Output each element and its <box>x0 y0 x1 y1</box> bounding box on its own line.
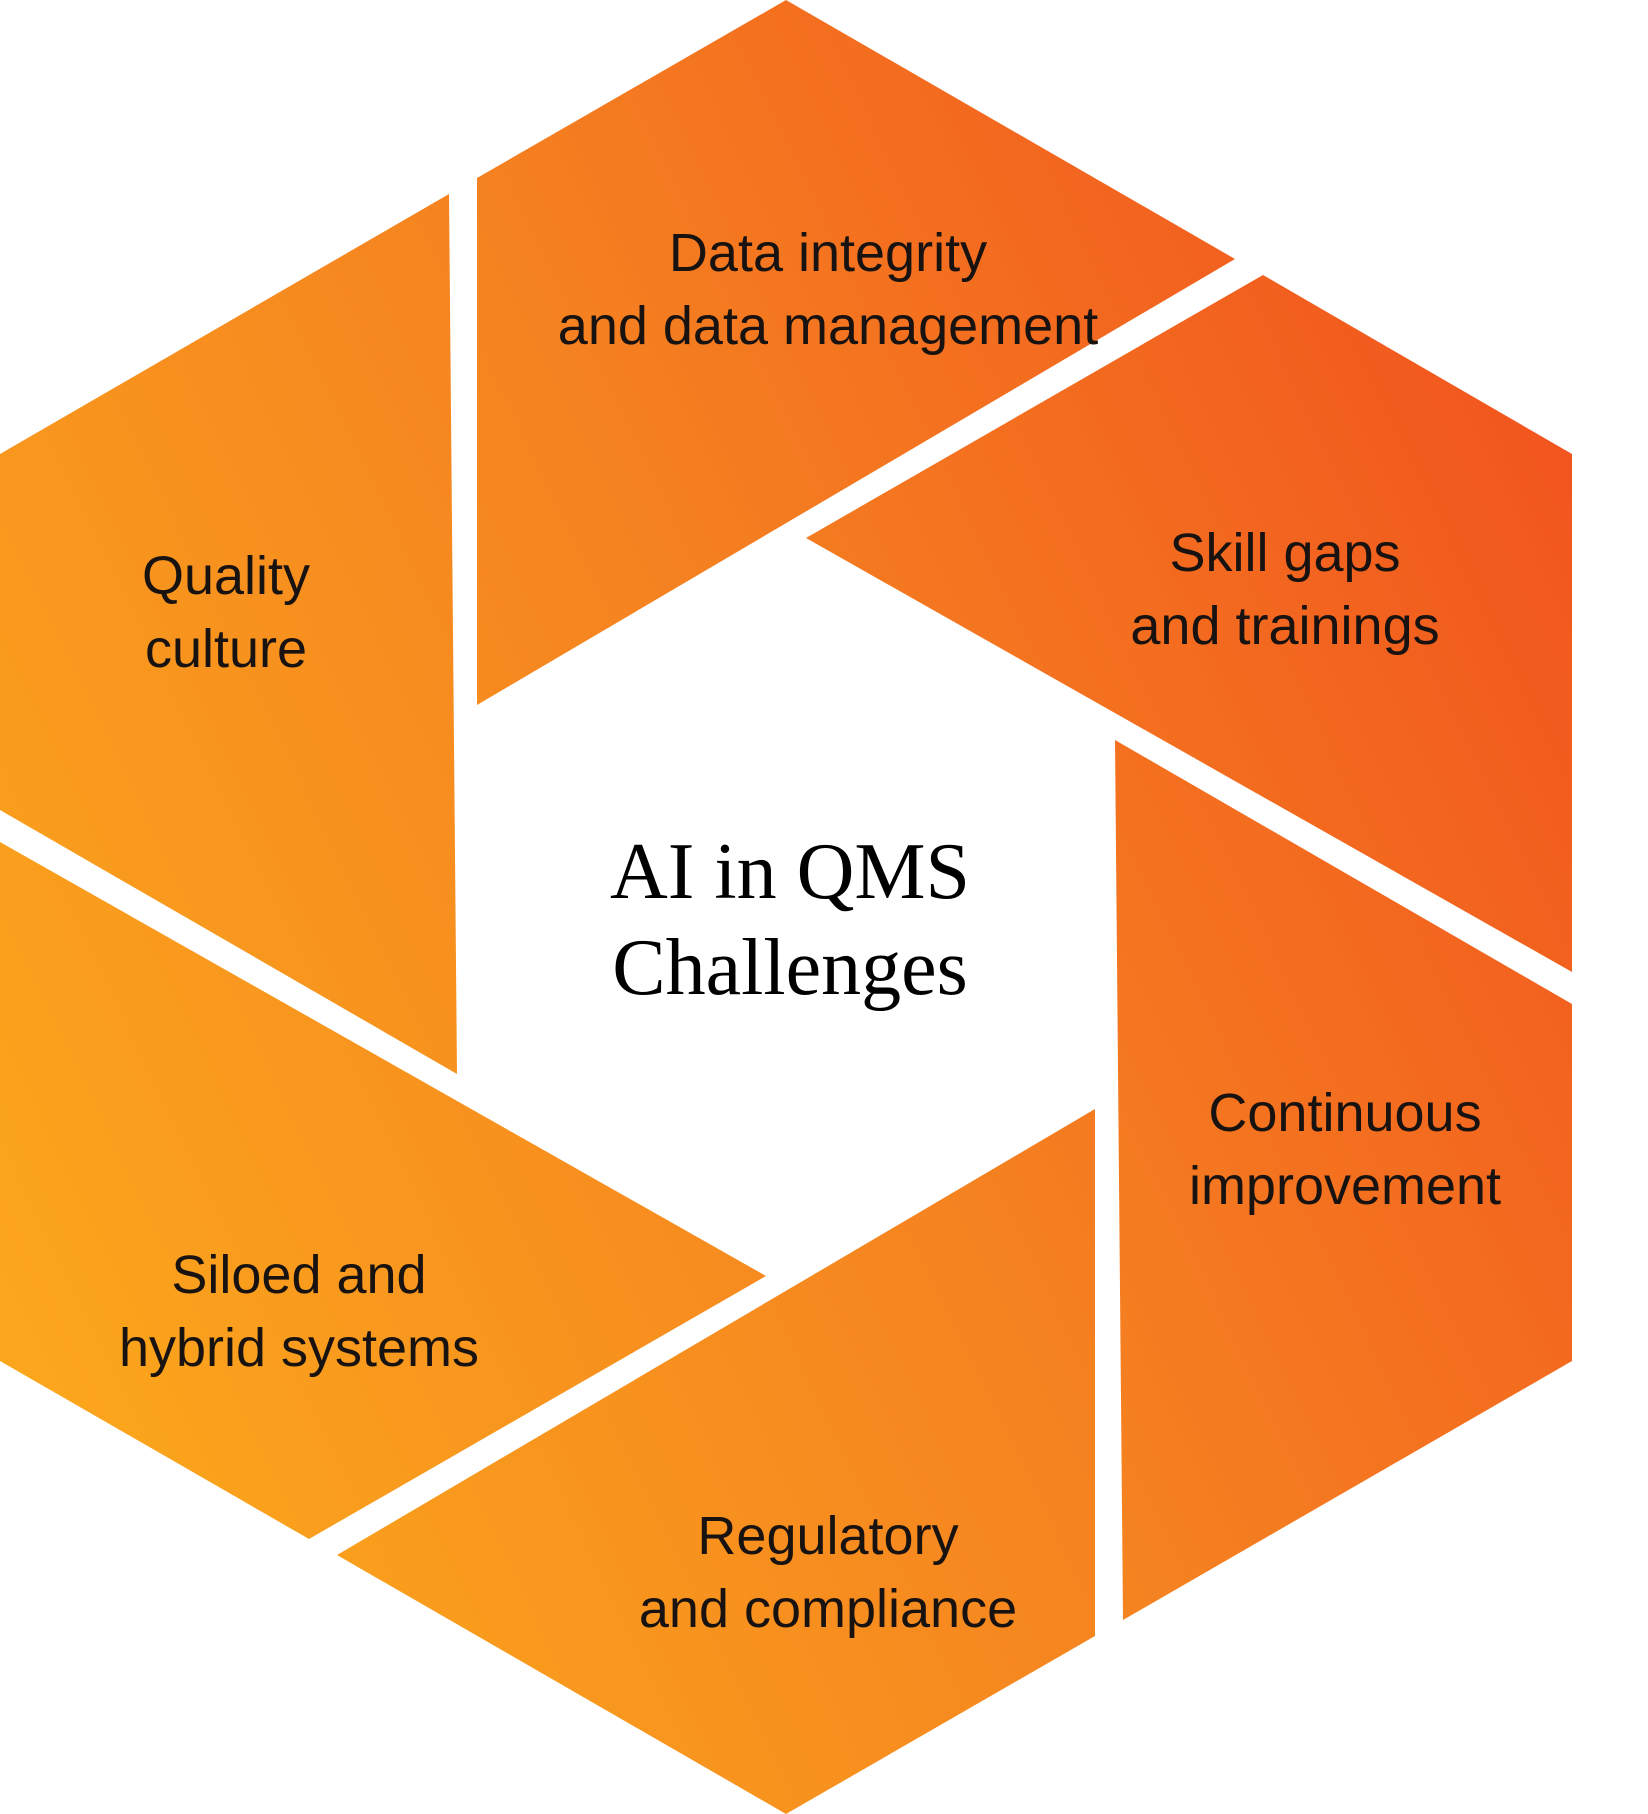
label-siloed-hybrid-systems: Siloed and hybrid systems <box>118 1245 480 1378</box>
blade-continuous-improvement <box>1115 740 1572 1620</box>
label-regulatory-compliance: Regulatory and compliance <box>638 1506 1018 1639</box>
blade-regulatory-compliance <box>337 1109 1095 1814</box>
blade-siloed-hybrid-systems <box>0 842 766 1539</box>
blade-skill-gaps <box>806 275 1572 972</box>
label-data-integrity: Data integrity and data management <box>557 223 1099 356</box>
blade-data-integrity <box>477 0 1235 705</box>
label-continuous-improvement: Continuous improvement <box>1188 1083 1502 1216</box>
blade-quality-culture <box>0 194 457 1074</box>
label-skill-gaps: Skill gaps and trainings <box>1130 523 1440 656</box>
center-title-line2: Challenges <box>612 924 968 1012</box>
center-title-line1: AI in QMS <box>609 828 971 916</box>
label-quality-culture: Quality culture <box>141 546 311 679</box>
center-title: AI in QMS Challenges <box>610 824 970 1016</box>
